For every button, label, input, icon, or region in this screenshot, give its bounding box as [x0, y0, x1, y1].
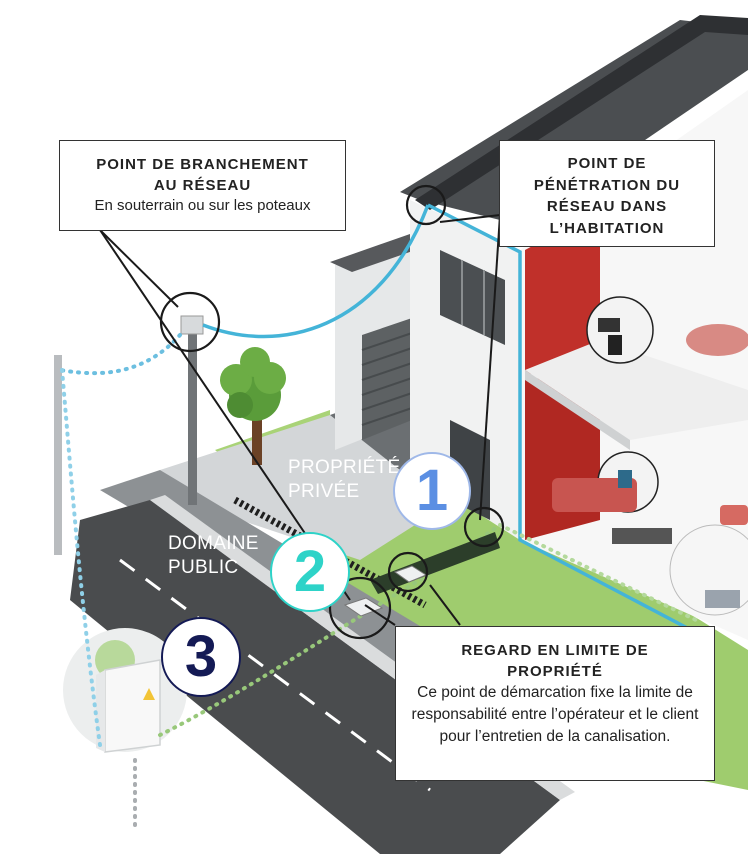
- callout-branchement-subtitle: En souterrain ou sur les poteaux: [94, 197, 311, 214]
- callout-circle-entry: [405, 184, 447, 226]
- callout-regard-title: REGARD EN LIMITE DE PROPRIÉTÉ: [461, 642, 649, 680]
- fiber-dotted-green-right: [498, 523, 702, 624]
- pole-box: [180, 315, 204, 335]
- roof-eave: [415, 15, 748, 210]
- zone-label-public: DOMAINE PUBLIC: [168, 533, 259, 578]
- callout-regard-text: Ce point de démarcation fixe la limite d…: [411, 684, 699, 745]
- manhole-public: [343, 597, 384, 617]
- roof: [400, 20, 748, 225]
- tree-trunk: [252, 410, 262, 465]
- fiber-dotted-down: [60, 368, 102, 747]
- fiber-dotted-left: [58, 333, 182, 376]
- callout-penetration: POINT DE PÉNÉTRATION DU RÉSEAU DANS L’HA…: [499, 140, 715, 247]
- sofa: [552, 478, 637, 512]
- street-cabinet: [104, 659, 161, 753]
- badge-one: 1: [393, 452, 471, 530]
- conduit: [370, 532, 500, 594]
- red-wall-upper: [525, 210, 600, 375]
- zone-label-private: PROPRIÉTÉ PRIVÉE: [288, 457, 401, 502]
- coffee-table: [612, 528, 672, 544]
- callout-circle-public: [328, 576, 392, 640]
- front-window: [440, 250, 505, 345]
- rug: [686, 324, 748, 356]
- fiber-facade: [427, 203, 711, 642]
- callout-penetration-title: POINT DE PÉNÉTRATION DU RÉSEAU DANS L’HA…: [533, 155, 681, 237]
- terrace-roof: [330, 234, 430, 272]
- garage-door: [362, 318, 412, 440]
- callout-circle-box: [387, 551, 429, 593]
- callout-circle-pole: [159, 291, 221, 353]
- callout-circle-wall: [463, 506, 505, 548]
- upper-floor-edge: [525, 370, 630, 450]
- far-pole: [54, 355, 62, 555]
- callout-branchement-title: POINT DE BRANCHEMENT AU RÉSEAU: [96, 156, 309, 194]
- badge-three: 3: [161, 617, 241, 697]
- callout-regard: REGARD EN LIMITE DE PROPRIÉTÉ Ce point d…: [395, 626, 715, 781]
- fiber-aerial: [202, 204, 430, 339]
- badge-two: 2: [270, 532, 350, 612]
- callout-branchement: POINT DE BRANCHEMENT AU RÉSEAU En souter…: [59, 140, 346, 231]
- upper-floor: [525, 340, 748, 440]
- utility-pole: [188, 320, 197, 505]
